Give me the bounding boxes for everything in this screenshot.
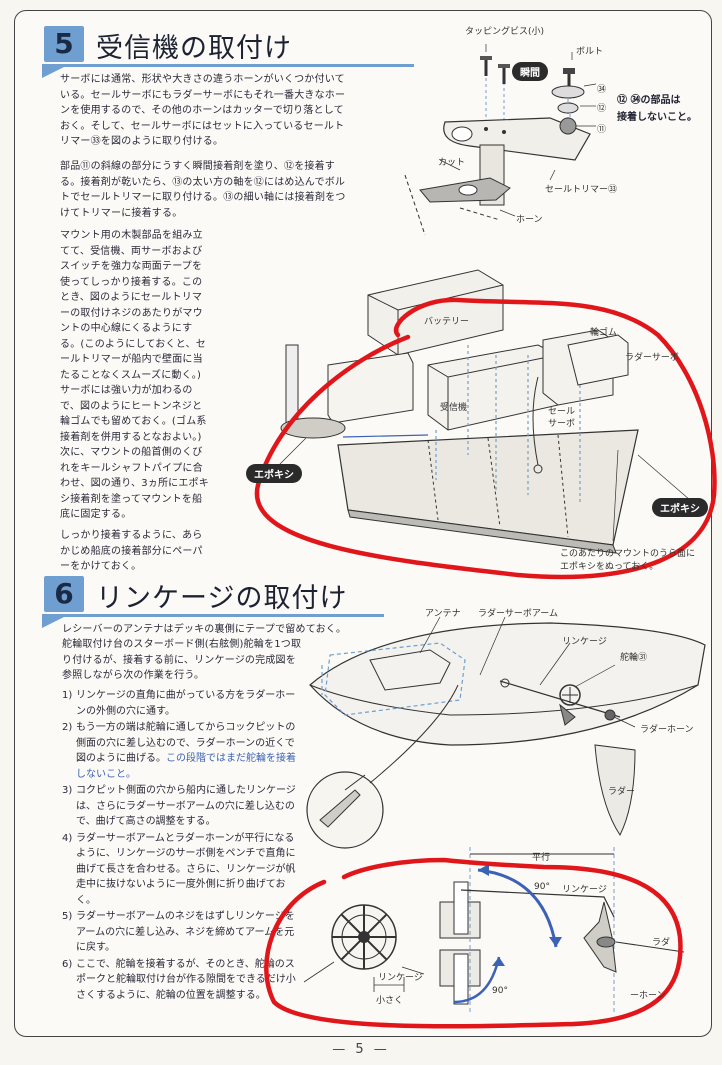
label-linkage-wheel: リンケージ (378, 973, 423, 983)
label-part-11: ⑪ (597, 125, 607, 135)
label-rudder-servo-arm: ラダーサーボアーム (478, 609, 559, 619)
section6-paragraph-1: レシーバーのアンテナはデッキの裏側にテープで留めておく。 (62, 624, 347, 635)
step-1: 1)リンケージの直角に曲がっている方をラダーホーンの外側の穴に通す。 (62, 690, 296, 717)
section5-paragraph-2: 部品⑪の斜線の部分にうすく瞬間接着剤を塗り、⑫を接着する。接着剤が乾いたら、⑬の… (60, 161, 346, 219)
label-epoxy-left: エポキシ (246, 464, 302, 483)
label-rudder-servo: ラダーサーボ (625, 353, 679, 363)
step-2: 2)もう一方の端は舵輪に通してからコックピットの側面の穴に差し込むので、ラダーホ… (62, 722, 296, 780)
label-sail-servo-2: サーボ (548, 419, 576, 429)
label-battery: バッテリー (424, 317, 470, 327)
section6-header: 6 リンケージの取付け (44, 576, 384, 616)
section5-corner-triangle (42, 64, 70, 78)
label-antenna: アンテナ (425, 609, 461, 619)
section5-title: 受信機の取付け (96, 33, 292, 64)
step-6: 6)ここで、舵輪を接着するが、そのとき、舵輪のスポークと舵輪取付け台が作る隙間を… (62, 958, 296, 1001)
label-rudder: ラダー (608, 787, 636, 797)
section5-rule (44, 64, 414, 67)
note-do-not-glue-1: ⑫ ㉞の部品は (617, 95, 681, 106)
label-cut: カット (438, 158, 466, 168)
label-epoxy-right: エポキシ (652, 498, 708, 517)
label-bolt: ボルト (576, 47, 604, 57)
figure-hull-linkage (306, 616, 706, 849)
step-4: 4)ラダーサーボアームとラダーホーンが平行になるように、リンケージのサーボ側をペ… (62, 832, 296, 906)
label-part-12: ⑫ (597, 104, 607, 114)
step-5: 5)ラダーサーボアームのネジをはずしリンケージをアームの穴に差し込み、ネジを締め… (62, 911, 295, 953)
label-rubber-band: 輪ゴム (590, 328, 618, 338)
label-linkage: リンケージ (562, 637, 607, 647)
page-number: — 5 — (332, 1042, 390, 1057)
section6-number: 6 (44, 576, 84, 612)
section6-steps: 1)リンケージの直角に曲がっている方をラダーホーンの外側の穴に通す。 2)もう一… (62, 688, 302, 1004)
section5-paragraph-note: しっかり接着するように、あらかじめ船底の接着部分にペーパーをかけておく。 (60, 530, 203, 572)
note-epoxy-underside-2: エポキシをぬっておく。 (560, 562, 659, 572)
label-rudder-horn-diagram: ーホーン (630, 991, 666, 1001)
section5-number: 5 (44, 26, 84, 62)
figure-parallel-linkage (264, 847, 685, 1029)
label-tapping-screw: タッピングビス(小) (465, 27, 545, 37)
section6-rule (44, 614, 384, 617)
label-instant-glue: 瞬間 (512, 62, 548, 81)
label-rudder-horn: ラダーホーン (640, 725, 694, 735)
label-parallel: 平行 (532, 853, 551, 863)
section6-paragraph-2: 舵輪取付け台のスターボード側(右舷側)舵輪を1つ取り付けるが、接着する前に、リン… (62, 639, 302, 681)
step-3: 3)コクピット側面の穴から船内に通したリンケージは、さらにラダーサーボアームの穴… (62, 785, 296, 827)
label-receiver: 受信機 (440, 403, 468, 413)
figure-sail-trimmer (404, 44, 597, 236)
figure-mount-assembly (254, 269, 717, 580)
section5-paragraph-1: サーボには通常、形状や大きさの違うホーンがいくつか付いている。セールサーボにもラ… (60, 74, 346, 147)
section5-paragraph-3: マウント用の木製部品を組み立てて、受信機、両サーボおよびスイッチを強力な両面テー… (60, 230, 207, 443)
label-sail-trimmer: セールトリマー㉝ (545, 185, 618, 195)
label-angle-90-bottom: 90° (492, 986, 508, 996)
section5-paragraph-4: 次に、マウントの船首側のくびれをキールシャフトパイプに合わせ、図の通り、3ヵ所に… (60, 447, 209, 520)
label-angle-90-top: 90° (534, 882, 550, 892)
label-linkage-diagram: リンケージ (562, 885, 607, 895)
section6-corner-triangle (42, 614, 70, 628)
label-rudder-diagram: ラダ (652, 938, 671, 948)
note-do-not-glue-2: 接着しないこと。 (617, 112, 697, 123)
label-part-34: ㉞ (597, 85, 607, 95)
label-make-small: 小さく (376, 996, 404, 1006)
note-epoxy-underside-1: このあたりのマウントのうら面に (560, 549, 696, 559)
label-horn: ホーン (516, 215, 543, 225)
label-wheel: 舵輪㉛ (620, 653, 648, 663)
section5-header: 5 受信機の取付け (44, 26, 384, 66)
label-sail-servo-1: セール (548, 407, 576, 417)
section6-title: リンケージの取付け (96, 583, 348, 614)
